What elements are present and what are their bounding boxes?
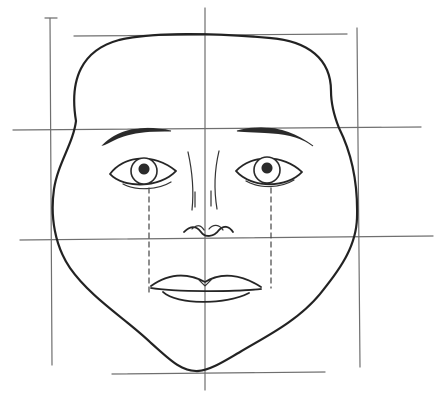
left-eye-pupil (139, 164, 149, 174)
nose-base (184, 227, 233, 236)
nose-left-bridge (188, 152, 193, 210)
right-eyebrow (237, 128, 313, 146)
lower-lip (163, 292, 249, 302)
right-eyebrow-shape (237, 128, 313, 146)
horizontal-guide-chin (112, 372, 325, 374)
nose (184, 151, 233, 236)
left-eyebrow-shape (103, 128, 171, 145)
mouth (151, 276, 261, 302)
left-eye (110, 158, 176, 189)
vertical-guide-left (50, 18, 52, 365)
guide-lines (13, 8, 433, 390)
nose-right-bridge (215, 151, 219, 209)
right-eye-pupil (262, 163, 272, 173)
horizontal-guide-nose (20, 236, 433, 240)
lip-line (151, 288, 261, 291)
right-eye (236, 157, 302, 187)
left-eyebrow (103, 128, 171, 145)
